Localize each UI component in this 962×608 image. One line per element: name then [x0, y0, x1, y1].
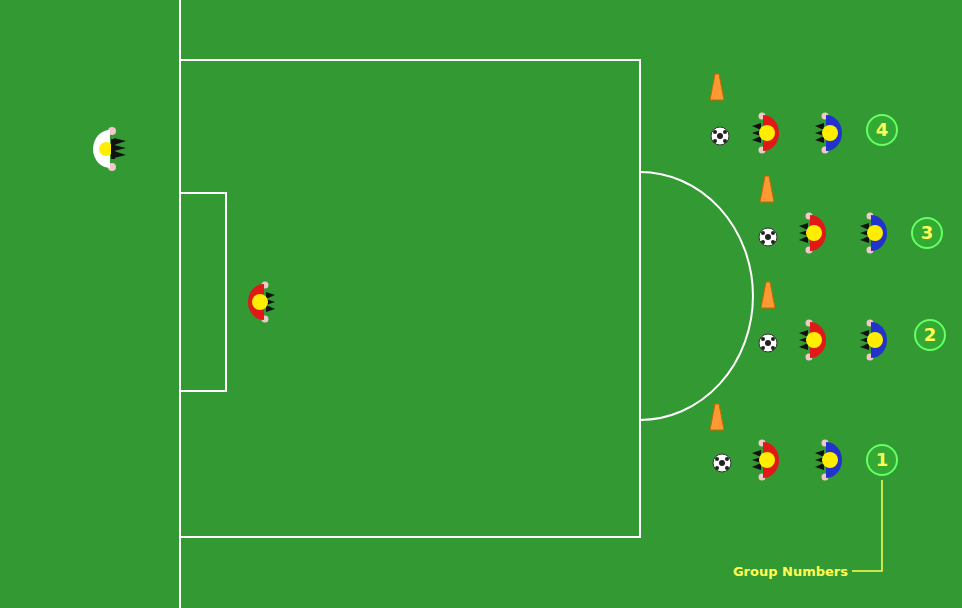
player-figure [799, 213, 826, 254]
soccer-ball [713, 454, 731, 472]
training-cone [760, 176, 774, 202]
group-number-circle: 4 [865, 113, 899, 147]
player-figure [248, 282, 275, 323]
group-number: 2 [924, 326, 937, 344]
group-number: 3 [921, 224, 934, 242]
goalkeeper-figure [93, 127, 126, 171]
player-figure [815, 113, 842, 154]
group-number: 1 [876, 451, 889, 469]
soccer-ball [711, 127, 729, 145]
training-cone [710, 404, 724, 430]
training-cone [761, 282, 775, 308]
player-figure [752, 113, 779, 154]
player-figure [799, 320, 826, 361]
player-figure [860, 320, 887, 361]
soccer-ball [759, 334, 777, 352]
group-number: 4 [876, 121, 889, 139]
training-cone [710, 74, 724, 100]
group-number-circle: 2 [913, 318, 947, 352]
group-number-circle: 1 [865, 443, 899, 477]
player-figure [752, 440, 779, 481]
group-number-circle: 3 [910, 216, 944, 250]
player-figure [860, 213, 887, 254]
soccer-ball [759, 228, 777, 246]
caption-label: Group Numbers [733, 564, 848, 579]
player-figure [815, 440, 842, 481]
